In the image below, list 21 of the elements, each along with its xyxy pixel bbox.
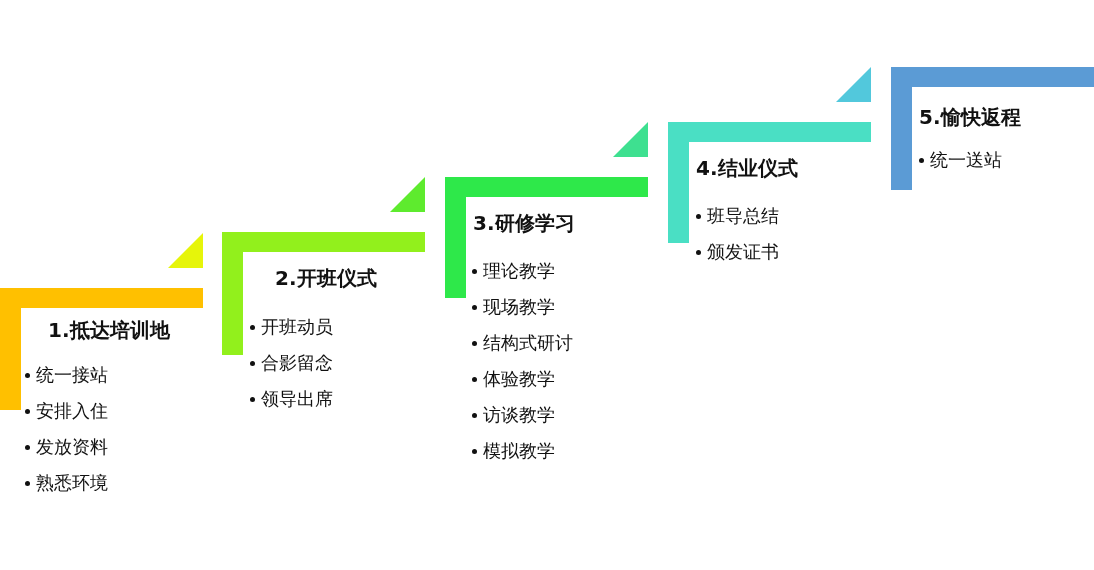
bullet-item: 现场教学: [483, 296, 555, 318]
step-heading: 5.愉快返程: [919, 105, 1021, 129]
bullet-item: 合影留念: [261, 352, 333, 374]
bullet-item: 模拟教学: [483, 440, 555, 462]
bullet-item: 安排入住: [36, 400, 108, 422]
bullet-item: 开班动员: [261, 316, 333, 338]
step-heading: 3.研修学习: [473, 211, 575, 235]
step-heading: 4.结业仪式: [696, 156, 798, 180]
bullet-item: 访谈教学: [483, 404, 555, 426]
bullet-item: 发放资料: [36, 436, 108, 458]
bullet-item: 体验教学: [483, 368, 555, 390]
bullet-item: 统一送站: [930, 149, 1002, 171]
bullet-item: 统一接站: [36, 364, 108, 386]
step-heading: 2.开班仪式: [275, 266, 377, 290]
bullet-item: 熟悉环境: [36, 472, 108, 494]
bullet-item: 领导出席: [261, 388, 333, 410]
bullet-item: 颁发证书: [707, 241, 779, 263]
bullet-item: 班导总结: [707, 205, 779, 227]
step-heading: 1.抵达培训地: [48, 318, 170, 342]
bullet-item: 理论教学: [483, 260, 555, 282]
bullet-item: 结构式研讨: [483, 332, 573, 354]
